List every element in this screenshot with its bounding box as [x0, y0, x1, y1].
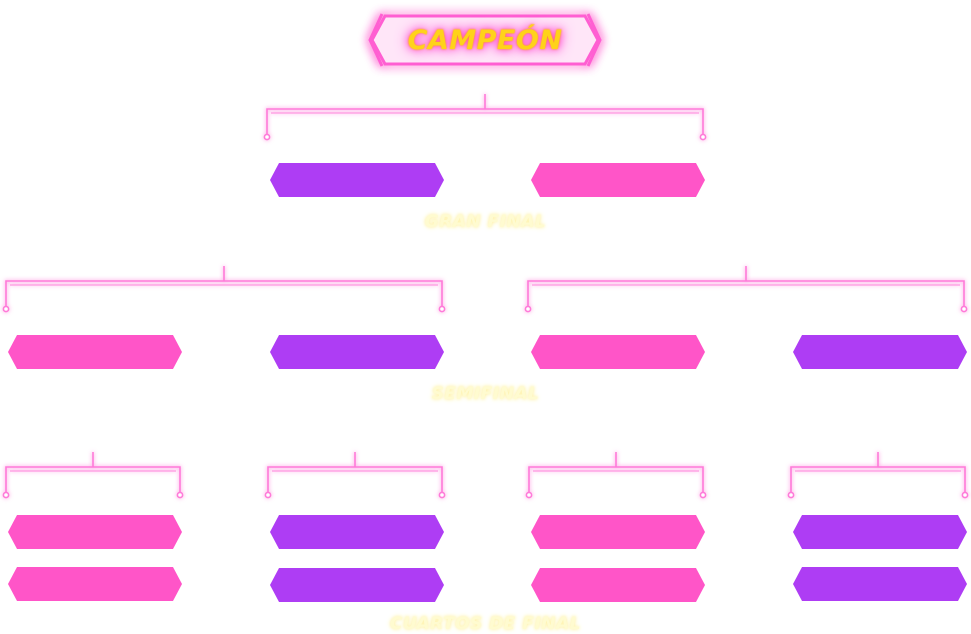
champion-badge-frame [368, 13, 602, 67]
quarterfinal-slot-2[interactable] [8, 567, 182, 601]
quarterfinal-slot-8[interactable] [793, 567, 967, 601]
quarterfinal-connector-3 [525, 452, 707, 499]
quarterfinal-connector-4 [787, 452, 969, 499]
champion-label: CAMPEÓN [407, 25, 563, 56]
quarterfinal-round-label: CUARTOS DE FINAL [389, 614, 581, 634]
final-slot-1[interactable] [270, 163, 444, 197]
quarterfinal-slot-7[interactable] [793, 515, 967, 549]
quarterfinal-connector-2 [264, 452, 446, 499]
semifinal-connector-right [524, 266, 968, 313]
final-connector [263, 94, 707, 141]
champion-badge: CAMPEÓN [368, 12, 602, 70]
semifinal-slot-3[interactable] [531, 335, 705, 369]
quarterfinal-slot-6[interactable] [531, 568, 705, 602]
final-slot-2[interactable] [531, 163, 705, 197]
semifinal-slot-4[interactable] [793, 335, 967, 369]
quarterfinal-slot-4[interactable] [270, 568, 444, 602]
final-round-label: GRAN FINAL [424, 212, 547, 232]
semifinal-connector-left [2, 266, 446, 313]
semifinal-round-label: SEMIFINAL [431, 384, 540, 404]
semifinal-slot-1[interactable] [8, 335, 182, 369]
quarterfinal-slot-5[interactable] [531, 515, 705, 549]
quarterfinal-slot-3[interactable] [270, 515, 444, 549]
semifinal-slot-2[interactable] [270, 335, 444, 369]
quarterfinal-slot-1[interactable] [8, 515, 182, 549]
quarterfinal-connector-1 [2, 452, 184, 499]
